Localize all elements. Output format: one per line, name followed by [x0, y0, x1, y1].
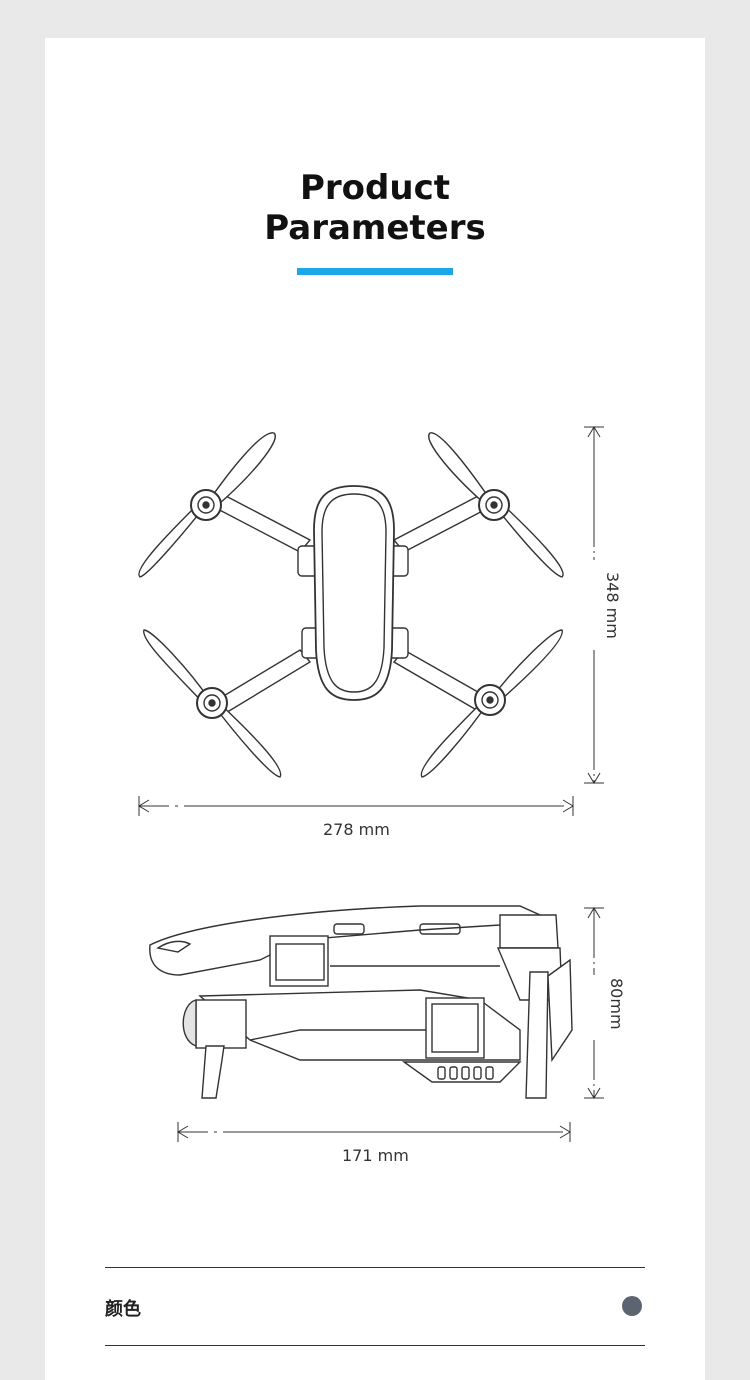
top-view-width-label: 278 mm [323, 820, 390, 839]
color-label: 颜色 [105, 1299, 141, 1320]
motor-front-left [190, 489, 222, 521]
side-view-height-label: 80mm [607, 978, 626, 1030]
side-view-width-label: 171 mm [342, 1146, 409, 1165]
page-card [45, 38, 705, 1380]
divider-top [105, 1267, 645, 1268]
divider-bottom [105, 1345, 645, 1346]
top-view-height-label: 348 mm [603, 572, 622, 639]
title-line-1: Product [300, 168, 450, 208]
motor-front-right [478, 489, 510, 521]
page-title: Product Parameters [0, 168, 750, 248]
motor-rear-right [474, 684, 506, 716]
title-accent-bar [297, 268, 453, 275]
arm-front-left [208, 493, 312, 553]
title-line-2: Parameters [264, 208, 486, 248]
color-swatch[interactable] [622, 1296, 642, 1316]
motor-rear-left [196, 687, 228, 719]
drone-side-view-illustration [149, 905, 573, 1099]
dimension-lines-side [177, 907, 604, 1142]
dimension-lines-top [138, 426, 604, 816]
